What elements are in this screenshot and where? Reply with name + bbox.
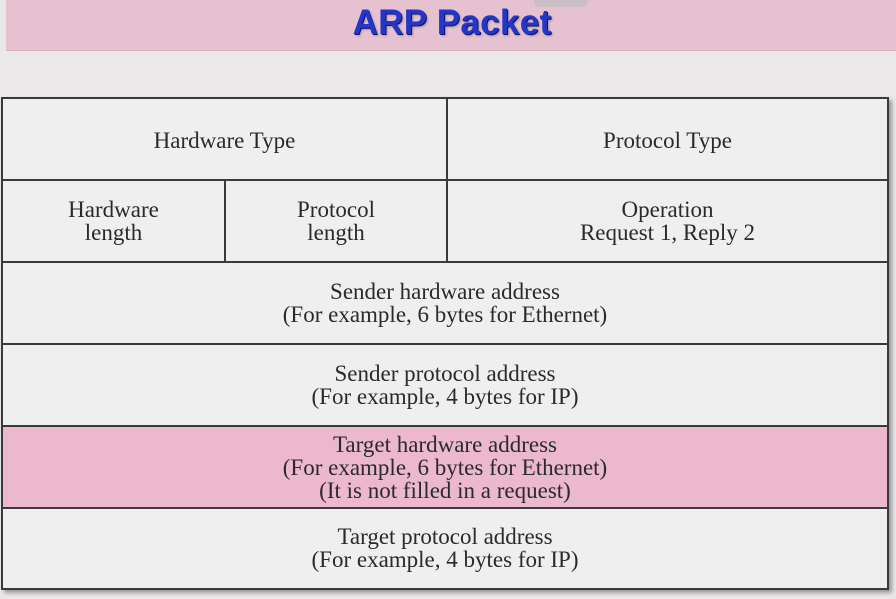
row-divider-1 [3,179,887,181]
row-divider-2 [3,261,887,263]
hardware-length-cell: Hardware length [3,180,224,262]
arp-packet-table: Hardware Type Protocol Type Hardware len… [1,97,889,590]
target-hardware-address-line-2: (For example, 6 bytes for Ethernet) [282,454,608,480]
target-hardware-address-line-1: Target hardware address [332,431,558,457]
row-divider-5 [3,507,887,509]
title-tab [534,0,588,7]
sender-hardware-address-line-1: Sender hardware address [330,279,560,304]
sender-hardware-address-cell: Sender hardware address (For example, 6 … [3,262,887,344]
protocol-length-line-2: length [307,220,365,245]
hardware-type-cell: Hardware Type [3,99,446,180]
protocol-length-line-1: Protocol [297,197,375,222]
target-hardware-address-line-3: (It is not filled in a request) [319,477,571,503]
sender-protocol-address-cell: Sender protocol address (For example, 4 … [3,344,887,426]
target-protocol-address-line-1: Target protocol address [337,524,553,549]
column-divider-row2 [224,180,226,262]
target-hardware-address-cell: Target hardware address (For example, 6 … [3,426,887,508]
target-protocol-address-cell: Target protocol address (For example, 4 … [3,508,887,588]
hardware-type-label: Hardware Type [153,128,296,153]
column-divider-main [446,99,448,262]
sender-protocol-address-line-1: Sender protocol address [334,361,556,386]
protocol-length-cell: Protocol length [226,180,446,262]
operation-cell: Operation Request 1, Reply 2 [448,180,887,262]
operation-line-1: Operation [621,197,714,222]
protocol-type-label: Protocol Type [603,128,732,153]
hardware-length-line-2: length [84,220,143,245]
slide-title: ARP Packet [352,3,552,42]
protocol-type-cell: Protocol Type [448,99,887,180]
sender-hardware-address-line-2: (For example, 6 bytes for Ethernet) [282,302,608,327]
sender-protocol-address-line-2: (For example, 4 bytes for IP) [311,384,579,409]
row-divider-3 [3,343,887,345]
operation-line-2: Request 1, Reply 2 [579,220,756,245]
row-divider-4 [3,425,887,427]
hardware-length-line-1: Hardware [68,197,159,222]
target-protocol-address-line-2: (For example, 4 bytes for IP) [311,547,579,572]
title-band [6,0,896,51]
